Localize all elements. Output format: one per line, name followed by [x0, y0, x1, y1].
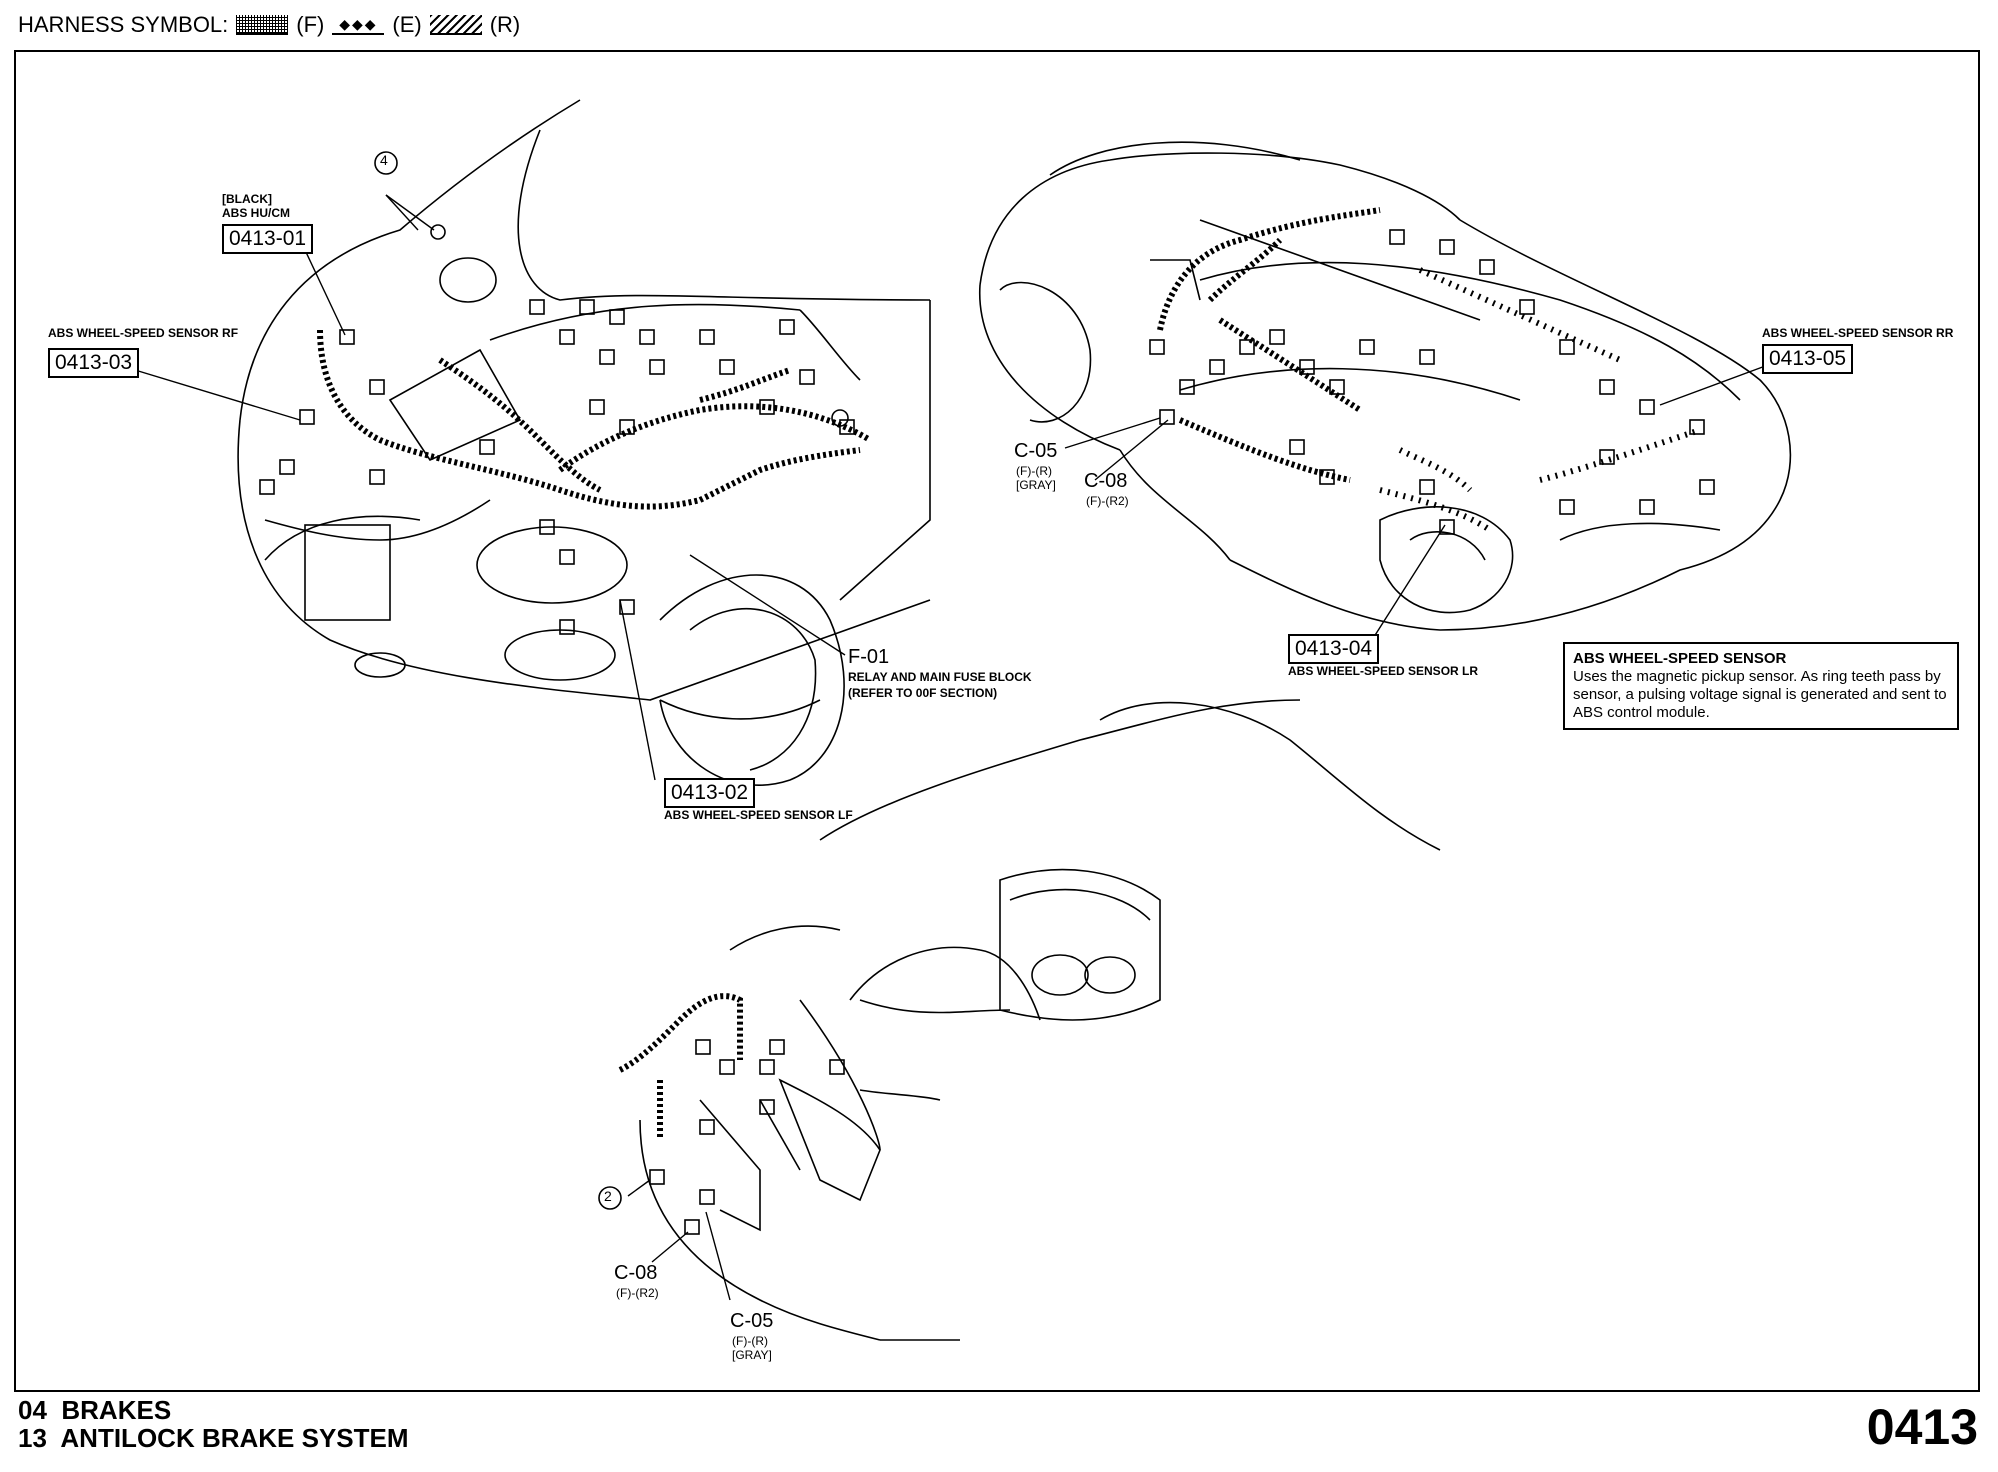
- sensor-note-body: Uses the magnetic pickup sensor. As ring…: [1573, 668, 1947, 721]
- callout-0413-04-label: ABS WHEEL-SPEED SENSOR LR: [1288, 664, 1479, 678]
- connector-c-05-top[interactable]: C-05: [1014, 440, 1058, 462]
- rear-harness-f: [1157, 207, 1381, 483]
- connector-c-05-top-harness: (F)-(R): [1016, 464, 1052, 478]
- callout-0413-02-label: ABS WHEEL-SPEED SENSOR LF: [664, 808, 853, 822]
- front-harness-swatch: [236, 15, 289, 35]
- sensor-note-box: ABS WHEEL-SPEED SENSOR Uses the magnetic…: [1563, 642, 1959, 730]
- connector-c-08-top[interactable]: C-08: [1084, 470, 1128, 492]
- connector-c-05-bottom-color: [GRAY]: [732, 1348, 772, 1362]
- legend-label: HARNESS SYMBOL:: [18, 12, 229, 37]
- connector-c-08-top-harness: (F)-(R2): [1086, 494, 1129, 508]
- interior-connectors: [649, 1039, 845, 1235]
- callout-0413-02[interactable]: 0413-02: [664, 778, 756, 808]
- sensor-note-title: ABS WHEEL-SPEED SENSOR: [1573, 650, 1787, 667]
- callout-0413-03-label: ABS WHEEL-SPEED SENSOR RF: [48, 326, 239, 340]
- rear-harness-r: [1379, 267, 1701, 533]
- interior-outline: [639, 699, 1441, 1341]
- ground-mark-2: 2: [604, 1188, 612, 1204]
- rear-harness-swatch: [429, 15, 482, 35]
- ground-circle-2: [598, 1186, 622, 1210]
- callout-f-01[interactable]: F-01: [848, 646, 890, 668]
- diagram-frame: [14, 50, 1980, 1392]
- connector-c-08-bottom[interactable]: C-08: [614, 1262, 658, 1284]
- legend-f: (F): [296, 12, 325, 37]
- interior-leaders: [627, 1179, 731, 1301]
- callout-f-01-line1: RELAY AND MAIN FUSE BLOCK: [848, 670, 1032, 684]
- callout-f-01-line2: (REFER TO 00F SECTION): [848, 686, 998, 700]
- callout-0413-03[interactable]: 0413-03: [48, 348, 140, 378]
- ground-mark-4: 4: [380, 152, 388, 168]
- callout-0413-01-color: [BLACK]: [222, 192, 272, 206]
- engine-harness-swatch: ◆◆◆: [332, 15, 385, 35]
- connector-c-08-bottom-harness: (F)-(R2): [616, 1286, 659, 1300]
- section-line-brakes: 04 BRAKES: [18, 1395, 172, 1425]
- front-leaders: [134, 194, 846, 781]
- ground-circle-4: [374, 151, 398, 175]
- rear-connectors: [1149, 229, 1715, 535]
- section-line-abs: 13 ANTILOCK BRAKE SYSTEM: [18, 1423, 409, 1453]
- harness-symbol-legend: HARNESS SYMBOL: (F) ◆◆◆ (E) (R): [18, 12, 520, 38]
- callout-0413-04[interactable]: 0413-04: [1288, 634, 1380, 664]
- connector-c-05-bottom[interactable]: C-05: [730, 1310, 774, 1332]
- connector-c-05-bottom-harness: (F)-(R): [732, 1334, 768, 1348]
- callout-0413-05[interactable]: 0413-05: [1762, 344, 1854, 374]
- legend-e: (E): [392, 12, 422, 37]
- legend-r: (R): [489, 12, 521, 37]
- page-number: 0413: [1866, 1399, 1978, 1455]
- interior-harness: [618, 993, 743, 1140]
- front-connectors: [259, 224, 855, 635]
- section-heading: 04 BRAKES 13 ANTILOCK BRAKE SYSTEM: [18, 1396, 409, 1452]
- callout-0413-05-label: ABS WHEEL-SPEED SENSOR RR: [1762, 326, 1954, 340]
- connector-c-05-top-color: [GRAY]: [1016, 478, 1056, 492]
- rear-car-outline: [979, 141, 1792, 631]
- front-car-outline: [237, 99, 931, 786]
- front-harness: [317, 329, 872, 510]
- callout-0413-01-desc: ABS HU/CM: [222, 206, 290, 220]
- callout-0413-01[interactable]: 0413-01: [222, 224, 314, 254]
- rear-leaders: [1064, 364, 1769, 641]
